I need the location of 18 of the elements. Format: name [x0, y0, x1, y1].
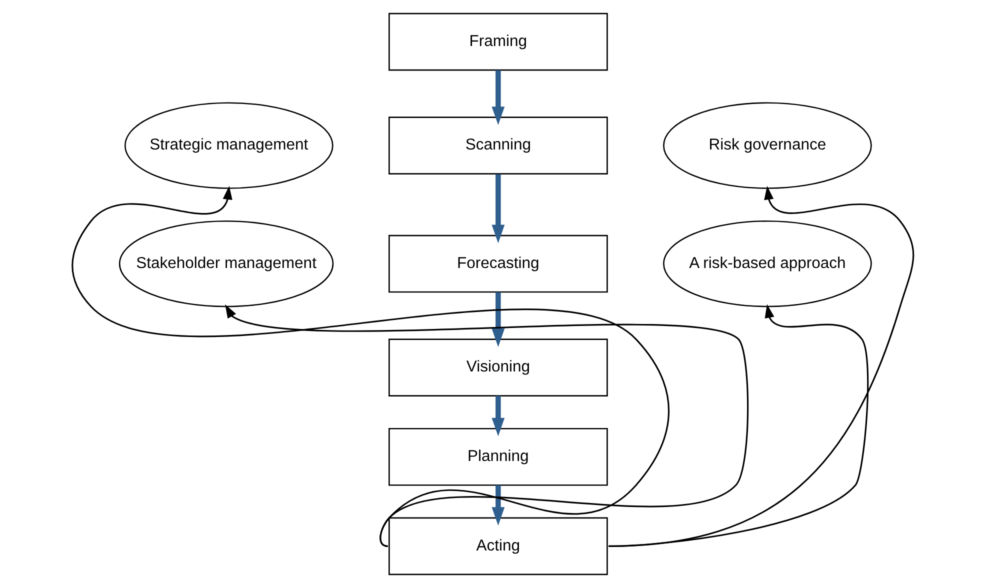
arrow: [492, 396, 505, 436]
node-ellipse: Risk governance: [663, 102, 872, 189]
arrow: [608, 304, 869, 547]
node-box: Framing: [388, 12, 608, 71]
node-ellipse: Strategic management: [124, 102, 334, 189]
node-box: Visioning: [388, 338, 608, 396]
arrow: [608, 186, 914, 547]
node-ellipse: Stakeholder management: [118, 220, 334, 308]
node-box: Scanning: [388, 116, 608, 174]
node-ellipse: A risk-based approach: [663, 220, 872, 308]
arrow: [492, 174, 505, 244]
node-box: Acting: [388, 517, 608, 576]
node-box: Forecasting: [388, 234, 608, 293]
arrow: [225, 304, 749, 547]
arrow: [492, 70, 505, 126]
arrow: [492, 292, 505, 348]
arrow: [492, 485, 505, 526]
node-box: Planning: [388, 428, 608, 486]
